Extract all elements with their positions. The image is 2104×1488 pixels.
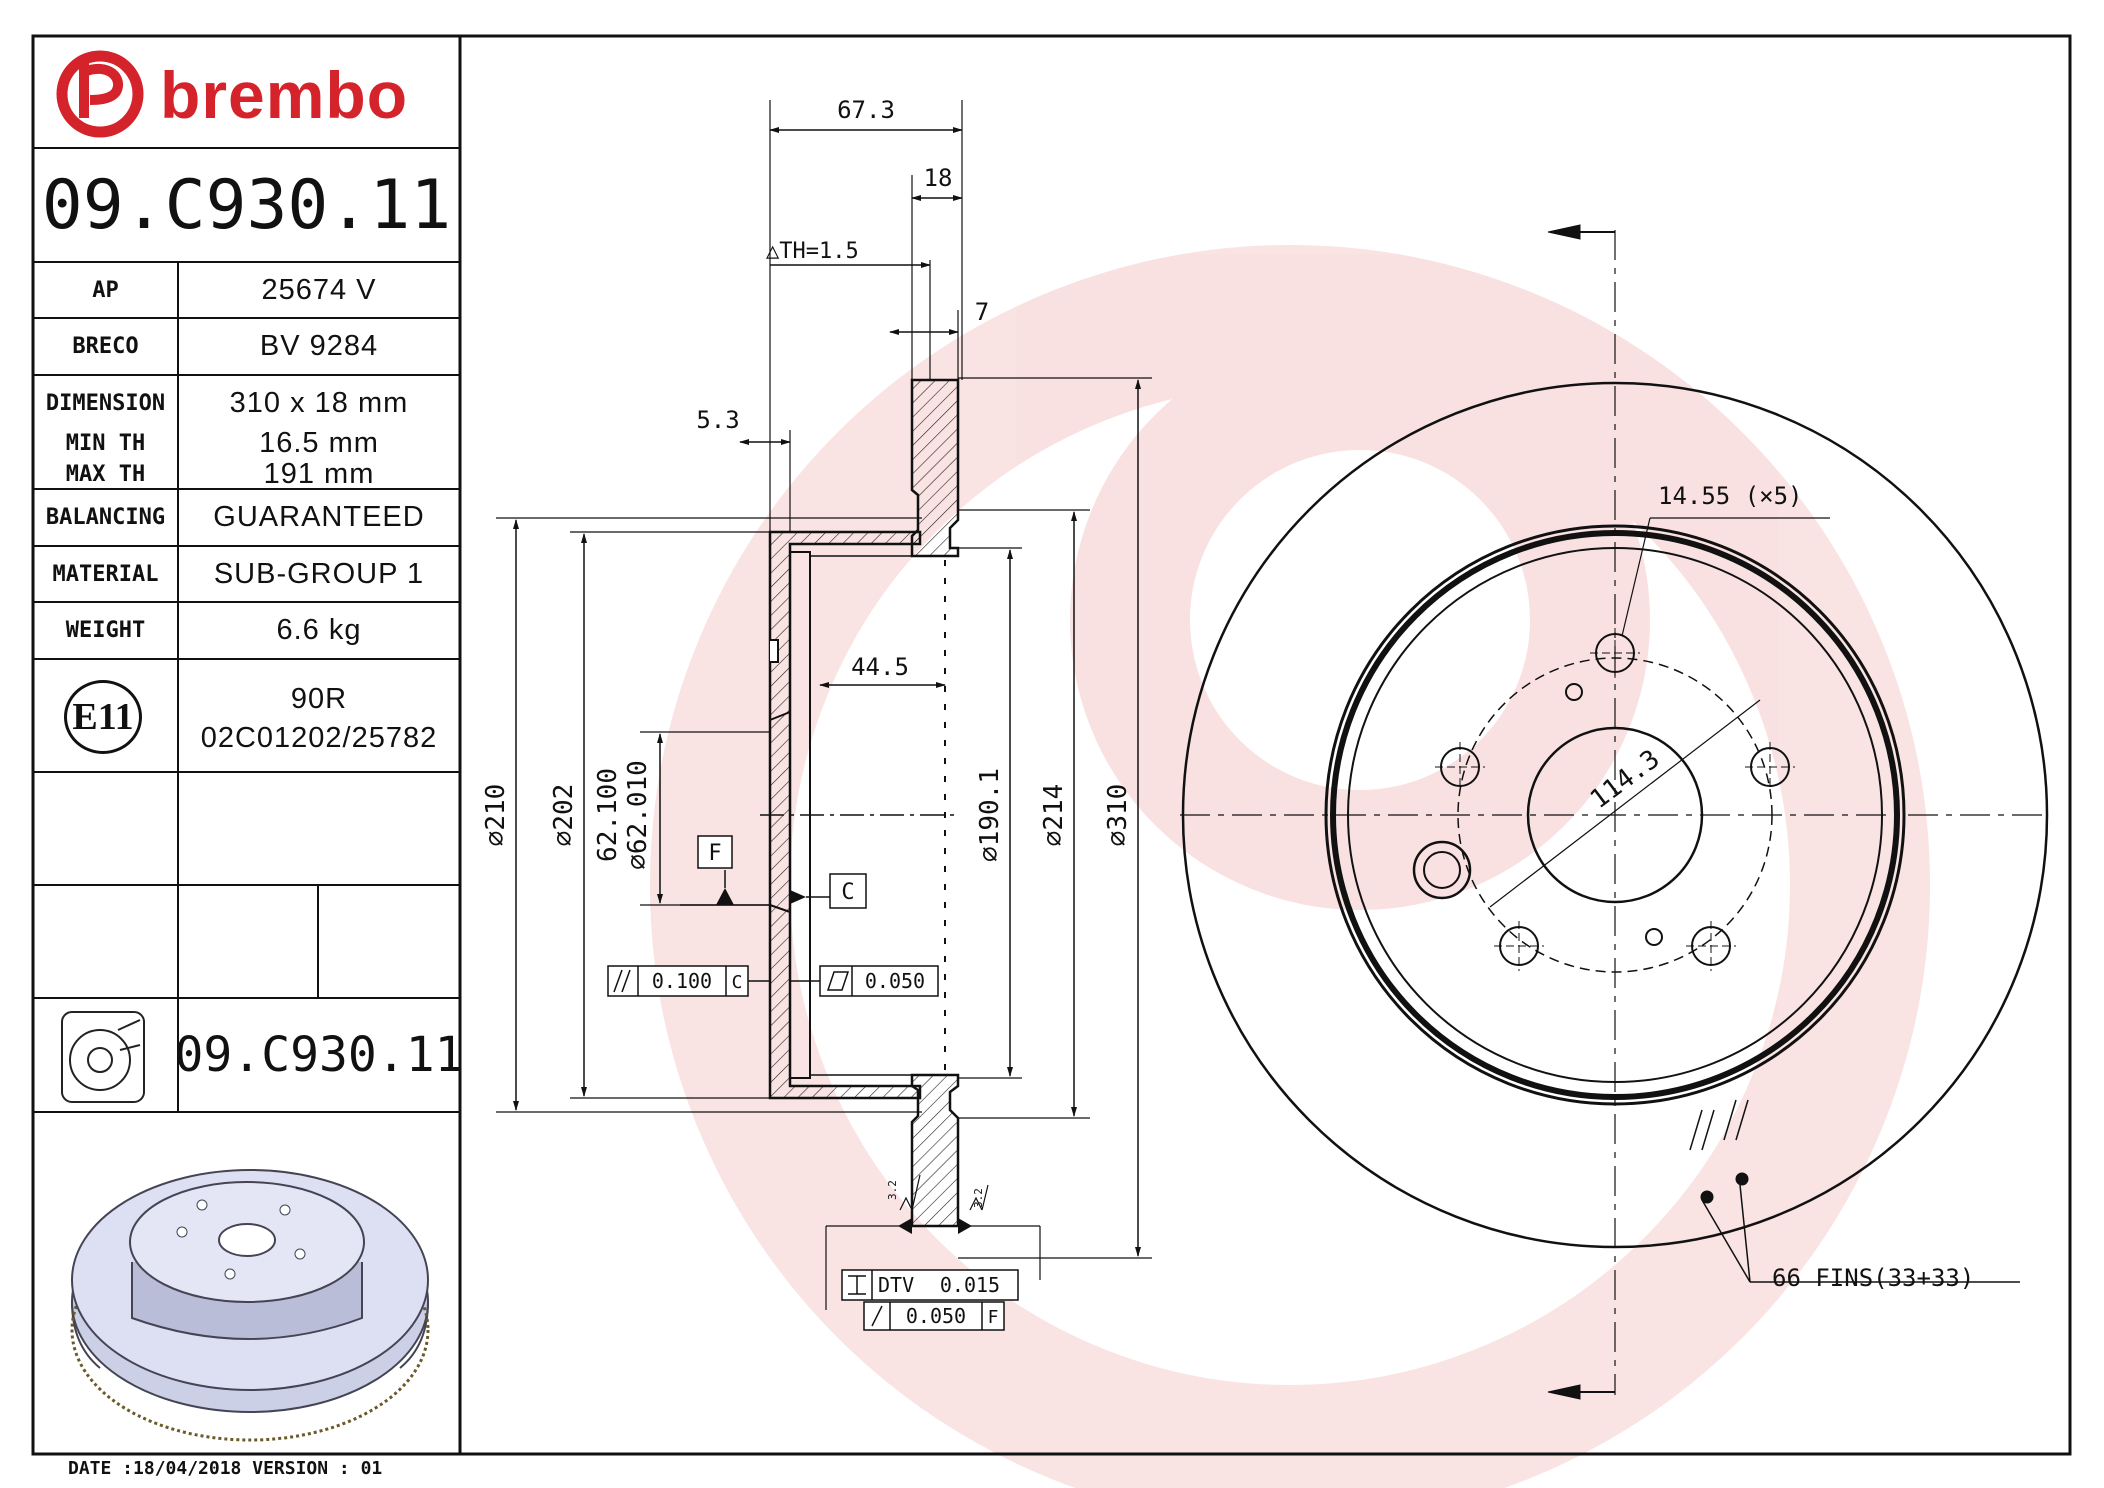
spec-value-breco: BV 9284 (259, 330, 379, 362)
spec-value-max-th: 191 mm (263, 457, 375, 490)
roughness-1: 3.2 (886, 1180, 899, 1200)
dtv-value: 0.015 (940, 1273, 1000, 1297)
datum-c-label: C (841, 880, 854, 905)
part-number-title: 09.C930.11 (41, 165, 452, 245)
flatness-value: 0.050 (865, 969, 925, 993)
runout-datum: F (988, 1307, 999, 1328)
fins-callout: 66 FINS(33+33) (1772, 1264, 1974, 1292)
spec-value-min-th: 16.5 mm (259, 426, 379, 459)
dim-d214: ⌀214 (1039, 784, 1069, 847)
part-number-bottom: 09.C930.11 (174, 1027, 464, 1083)
dim-bore-min: ⌀62.010 (623, 760, 653, 870)
dtv-label: DTV (878, 1273, 914, 1297)
datum-f-label: F (708, 841, 721, 866)
spec-label-breco: BRECO (72, 334, 139, 359)
spec-value-material: SUB-GROUP 1 (213, 557, 425, 590)
dim-hat-thickness: 5.3 (696, 406, 739, 434)
dim-seven: 7 (975, 298, 989, 326)
spec-label-material: MATERIAL (52, 561, 159, 587)
dim-disc-thickness: 18 (924, 164, 953, 192)
disc-profile-icon (61, 1011, 145, 1103)
spec-label-ap: AP (92, 277, 119, 303)
spec-value-dimension: 310 x 18 mm (229, 386, 409, 419)
runout-value: 0.050 (906, 1304, 966, 1328)
dim-d202: ⌀202 (549, 784, 579, 847)
parallelism-datum: C (732, 972, 743, 993)
approval-mark-badge: E11 (64, 680, 142, 754)
spec-label-dimension: DIMENSION (45, 390, 166, 416)
section-view (496, 100, 1152, 1331)
dim-d310: ⌀310 (1103, 784, 1133, 847)
brembo-logo-icon (56, 50, 144, 138)
approval-mark: E11 (72, 696, 134, 738)
approval-line-1: 90R (290, 682, 348, 715)
spec-value-weight: 6.6 kg (276, 614, 362, 646)
dim-d210: ⌀210 (481, 784, 511, 847)
parallelism-value: 0.100 (652, 969, 712, 993)
spec-label-max-th: MAX TH (65, 461, 146, 487)
title-block-grid (33, 147, 460, 1113)
bolt-hole-dimension: 14.55 (×5) (1658, 482, 1803, 510)
dim-overall-width: 67.3 (837, 96, 895, 124)
dim-thickness-variation: △TH=1.5 (766, 239, 859, 264)
spec-value-balancing: GUARANTEED (213, 501, 425, 533)
dim-d190: ⌀190.1 (975, 768, 1005, 862)
front-view (1180, 224, 2050, 1400)
brand-wordmark: brembo (160, 58, 409, 132)
spec-label-min-th: MIN TH (65, 430, 146, 456)
spec-label-weight: WEIGHT (65, 618, 146, 643)
dim-bore-max: 62.100 (593, 768, 623, 862)
roughness-2: 3.2 (972, 1188, 985, 1208)
dim-hat-depth: 44.5 (851, 653, 909, 681)
spec-value-ap: 25674 V (261, 273, 377, 306)
footer-date-version: DATE :18/04/2018 VERSION : 01 (68, 1458, 383, 1479)
approval-line-2: 02C01202/25782 (200, 721, 438, 754)
disc-3d-render (70, 1169, 430, 1442)
spec-label-balancing: BALANCING (45, 505, 166, 530)
